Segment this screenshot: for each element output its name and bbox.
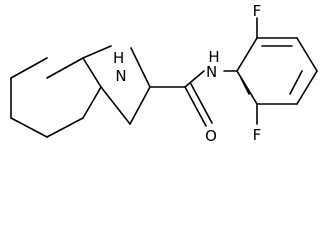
bond-pyrrolidine-2 [130, 47, 151, 88]
bond-aryl-6 [236, 70, 258, 105]
bond-cyclohexane-3 [82, 86, 102, 119]
molecule-canvas: H N N H O F F [10, 2, 318, 145]
amide-nh-label: N H [206, 48, 222, 81]
ring-nh-label: H N [113, 49, 129, 85]
bond-carbonyl-to-nh [184, 70, 205, 88]
bond-pyrrolidine-1 [82, 45, 112, 59]
bond-pyrrolidine-3 [129, 86, 151, 125]
fluorine-top-label: F [253, 2, 262, 20]
bond-cyclohexane-2 [82, 57, 102, 88]
amide-nh-n: N [206, 63, 217, 81]
fluorine-bottom-label: F [253, 126, 262, 144]
amide-nh-h: H [208, 48, 219, 66]
bond-cyclohexane-1 [46, 57, 84, 79]
bond-aryl-4 [296, 70, 318, 105]
bond-carbonyl-double [190, 83, 213, 124]
molecule-structure: H N N H O F F [10, 2, 318, 145]
bond-pyrrolidine-4 [100, 86, 131, 125]
oxygen-label: O [205, 127, 217, 145]
ring-nh-h: H [113, 49, 124, 67]
bond-aryl-double-3 [240, 77, 250, 95]
bond-cyclohexane-4 [46, 117, 84, 138]
bond-cyclohexane-5 [10, 117, 48, 138]
bond-aryl-double-2 [289, 70, 303, 95]
bond-aryl-3 [296, 37, 318, 72]
bond-carbonyl-single [184, 86, 207, 127]
bond-cyclohexane-7 [10, 57, 48, 79]
bond-aryl-1 [236, 37, 258, 72]
ring-nh-n: N [115, 67, 126, 85]
